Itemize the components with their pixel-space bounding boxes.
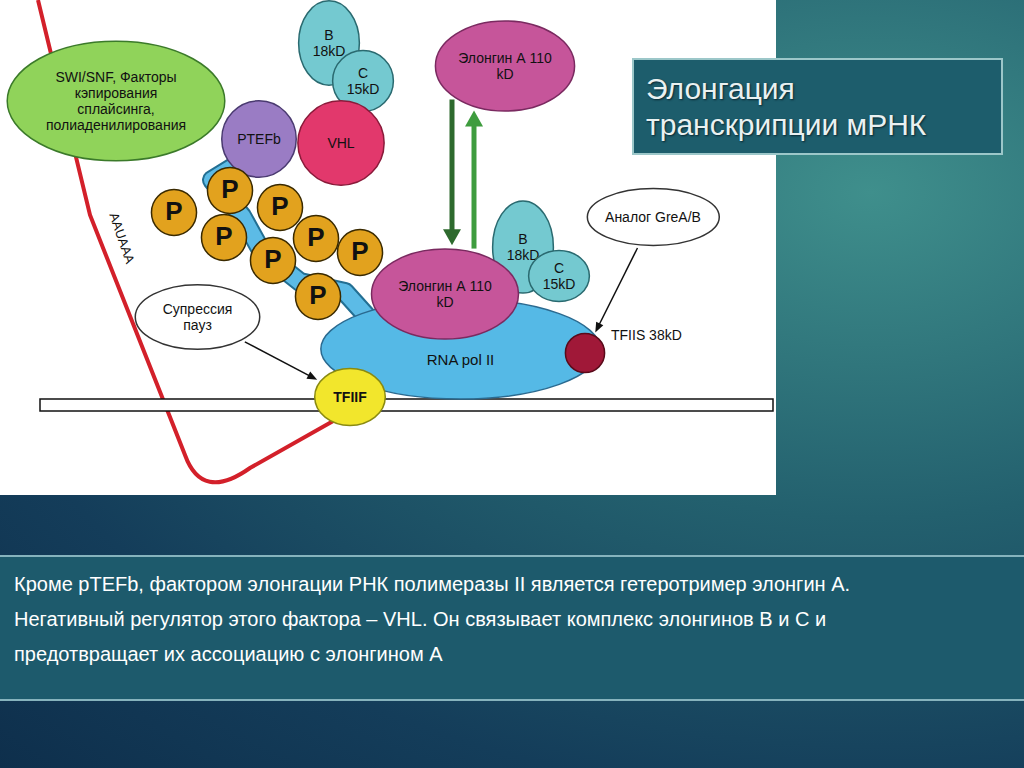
node-label: RNA pol II bbox=[427, 351, 495, 368]
caption-panel: Кроме pTEFb, фактором элонгации РНК поли… bbox=[0, 555, 1024, 701]
shape-fill bbox=[207, 167, 252, 213]
shape-fill bbox=[257, 184, 302, 230]
arrowhead bbox=[465, 110, 483, 126]
shape-fill bbox=[293, 215, 338, 261]
node-label: SWI/SNF, Факторы кэпирования сплайсинга,… bbox=[36, 69, 196, 133]
node-label: C 15kD bbox=[539, 260, 579, 292]
node-label: P bbox=[351, 237, 368, 267]
node-label: Элонгин А 110 kD bbox=[455, 50, 555, 82]
node-label: PTEFb bbox=[237, 131, 281, 147]
phosphate-circle: P bbox=[201, 214, 247, 261]
shape-fill bbox=[222, 101, 296, 177]
shape-fill bbox=[201, 214, 246, 260]
callout-bubble: Аналог GreA/B bbox=[586, 188, 721, 246]
phosphate-circle: P bbox=[207, 167, 253, 214]
shape-fill bbox=[7, 41, 225, 161]
dissociation-arrow bbox=[443, 100, 461, 246]
node-label: TFIIS 38kD bbox=[611, 327, 682, 343]
shape-outline bbox=[565, 333, 605, 373]
shape-fill bbox=[151, 189, 196, 235]
callout-pointer bbox=[595, 248, 637, 332]
node-label: Супрессия пауз bbox=[153, 301, 243, 333]
factor-blob: SWI/SNF, Факторы кэпирования сплайсинга,… bbox=[5, 40, 227, 162]
node-label: Элонгин А 110 kD bbox=[395, 278, 495, 310]
connector-line bbox=[450, 100, 455, 233]
node-label: P bbox=[309, 281, 326, 311]
dna-strand bbox=[40, 399, 773, 411]
node-label: TFIIF bbox=[333, 389, 366, 405]
callout-pointer bbox=[245, 342, 317, 380]
shape-fill bbox=[298, 101, 384, 185]
node-label: P bbox=[264, 245, 281, 275]
slide-title: Элонгация транскрипции мРНК bbox=[646, 71, 956, 143]
node-label: P bbox=[215, 222, 232, 252]
phosphate-circle: P bbox=[257, 184, 303, 231]
phosphate-circle: P bbox=[337, 229, 383, 276]
connector-line bbox=[472, 123, 477, 248]
node-label: B 18kD bbox=[309, 27, 349, 59]
tfiif-ellipse: TFIIF bbox=[314, 368, 386, 426]
node-label: C 15kD bbox=[343, 65, 383, 97]
signal-sequence: AAUAAA bbox=[106, 211, 137, 266]
connector-line bbox=[245, 342, 310, 376]
node-label: P bbox=[307, 223, 324, 253]
caption-paragraph: Негативный регулятор этого фактора – VHL… bbox=[14, 602, 944, 672]
shape-fill bbox=[250, 237, 295, 283]
shape-fill bbox=[315, 369, 386, 426]
phosphate-circle: P bbox=[295, 273, 341, 320]
title-box: Элонгация транскрипции мРНК bbox=[632, 58, 1003, 155]
shape-fill bbox=[587, 189, 719, 246]
shape-fill bbox=[529, 251, 590, 302]
callout-bubble: Супрессия пауз bbox=[134, 284, 261, 350]
elongin-a: Элонгин А 110 kD bbox=[434, 20, 576, 112]
connector-line bbox=[599, 248, 638, 325]
phosphate-circle: P bbox=[293, 215, 339, 262]
arrowhead bbox=[595, 322, 603, 333]
node-label: VHL bbox=[327, 135, 354, 151]
arrowhead bbox=[306, 372, 317, 380]
shape-fill bbox=[435, 21, 574, 111]
phosphate-circle: P bbox=[151, 189, 197, 236]
vhl-circle: VHL bbox=[297, 100, 385, 186]
association-arrow bbox=[465, 110, 483, 248]
shape-fill bbox=[337, 229, 382, 275]
node-label: P bbox=[271, 192, 288, 222]
elongin-a: Элонгин А 110 kD bbox=[370, 248, 520, 340]
caption-paragraph: Кроме pTEFb, фактором элонгации РНК поли… bbox=[14, 567, 944, 602]
arrowhead bbox=[443, 229, 461, 245]
phosphate-circle: P bbox=[250, 237, 296, 284]
shape-fill bbox=[295, 273, 340, 319]
node-label: P bbox=[165, 197, 182, 227]
node-label: Аналог GreA/B bbox=[605, 209, 701, 225]
shape-fill bbox=[565, 333, 604, 372]
node-label: P bbox=[221, 175, 238, 205]
shape-fill bbox=[372, 249, 519, 339]
shape-fill bbox=[135, 285, 259, 350]
ptefb-circle: PTEFb bbox=[221, 100, 297, 178]
tfiis-dot: TFIIS 38kD bbox=[565, 333, 605, 373]
elongin-c: C 15kD bbox=[528, 250, 590, 302]
